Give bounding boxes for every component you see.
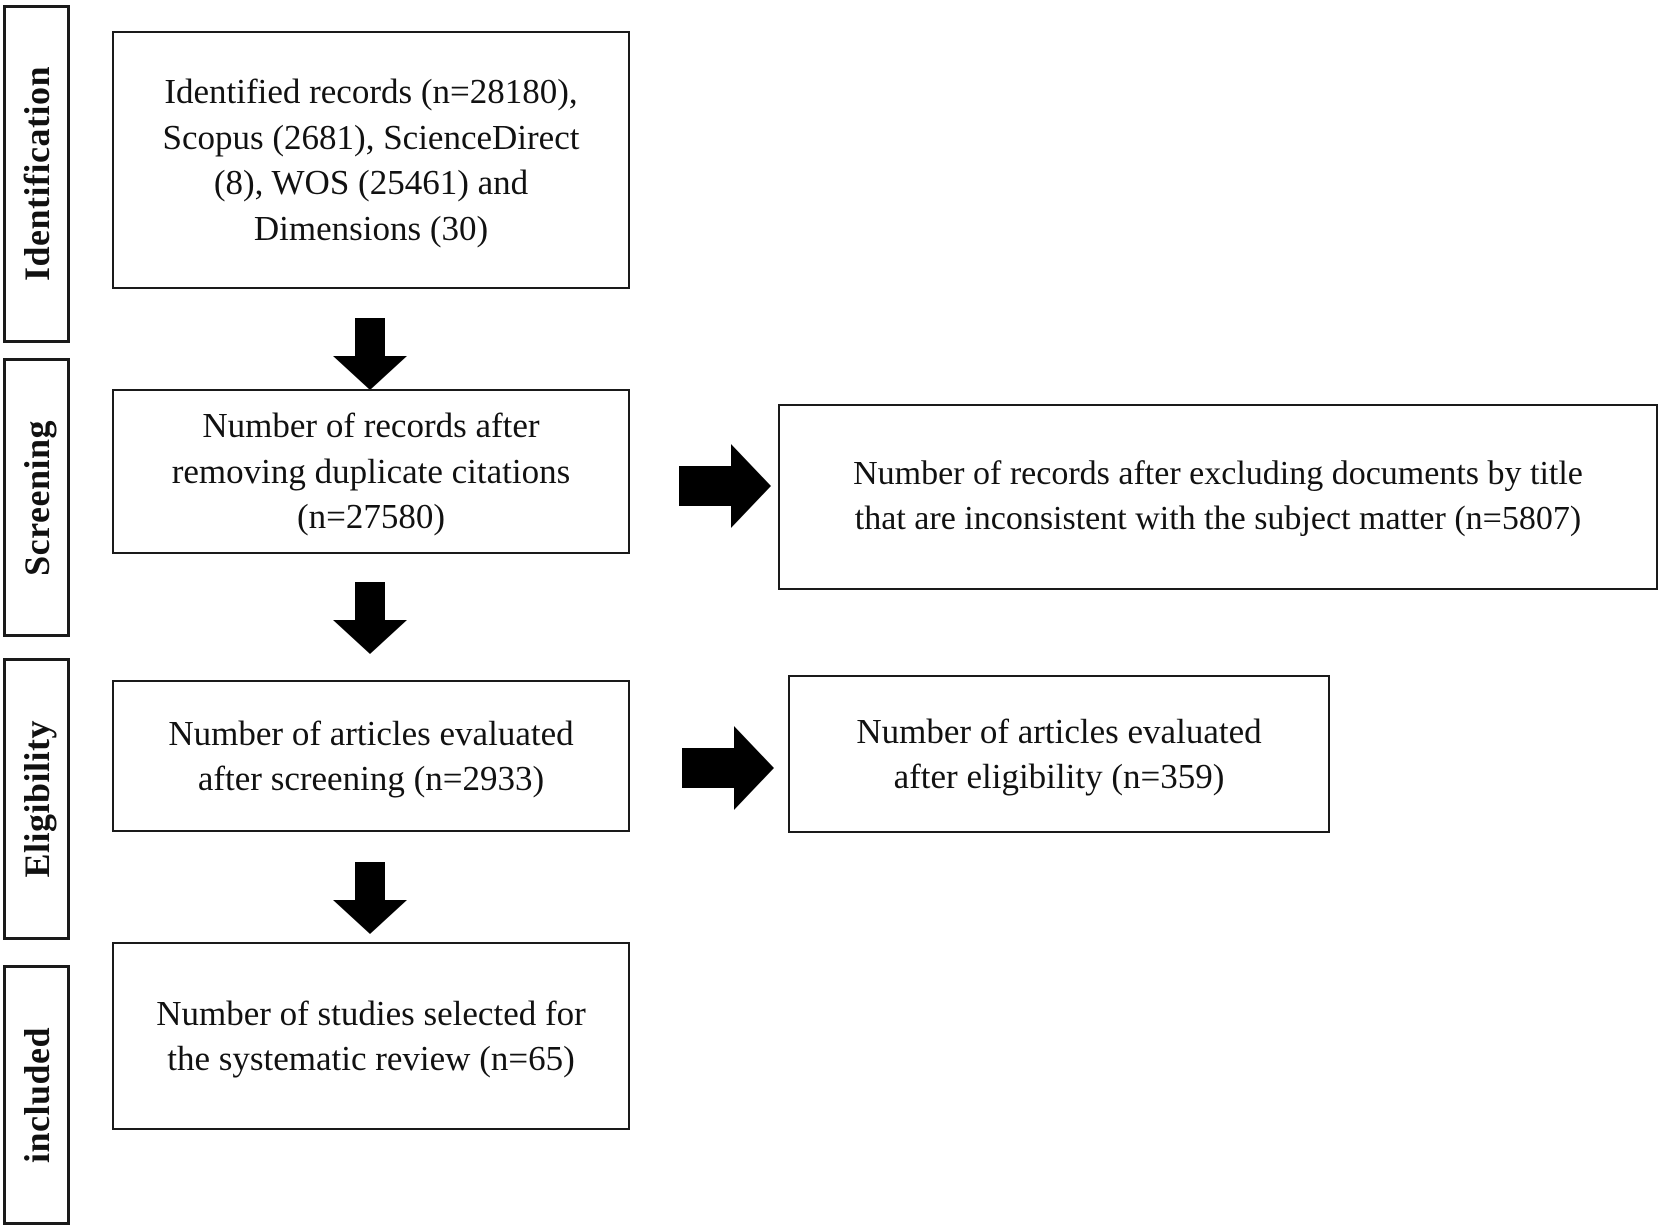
stage-label-screening-text: Screening: [16, 419, 57, 576]
box-after-eligibility: Number of articles evaluated after eligi…: [788, 675, 1330, 833]
box-excluded-by-title: Number of records after excluding docume…: [778, 404, 1658, 590]
box-after-eligibility-text: Number of articles evaluated after eligi…: [856, 711, 1262, 797]
box-after-screening: Number of articles evaluated after scree…: [112, 680, 630, 832]
arrow-down-icon-identification-to-screening: [325, 318, 415, 390]
stage-label-included: included: [3, 965, 70, 1225]
box-identified-records: Identified records (n=28180), Scopus (26…: [112, 31, 630, 289]
box-included-studies-text: Number of studies selected for the syste…: [156, 993, 586, 1079]
arrow-right-icon-eligibility-to-evaluated: [648, 722, 776, 814]
stage-label-included-text: included: [16, 1026, 57, 1164]
stage-label-eligibility: Eligibility: [3, 658, 70, 940]
box-after-duplicates-text: Number of records after removing duplica…: [171, 406, 571, 537]
stage-label-screening: Screening: [3, 358, 70, 637]
box-identified-records-text: Identified records (n=28180), Scopus (26…: [162, 72, 580, 248]
stage-label-eligibility-text: Eligibility: [16, 720, 57, 878]
stage-label-identification-text: Identification: [16, 66, 57, 282]
box-after-duplicates: Number of records after removing duplica…: [112, 389, 630, 554]
box-after-screening-text: Number of articles evaluated after scree…: [168, 713, 574, 799]
box-included-studies: Number of studies selected for the syste…: [112, 942, 630, 1130]
arrow-right-icon-screening-to-excluded: [645, 440, 773, 532]
arrow-down-icon-screening-to-eligibility: [325, 582, 415, 654]
stage-label-identification: Identification: [3, 5, 70, 343]
box-excluded-by-title-text: Number of records after excluding docume…: [853, 455, 1583, 537]
arrow-down-icon-eligibility-to-included: [325, 862, 415, 934]
